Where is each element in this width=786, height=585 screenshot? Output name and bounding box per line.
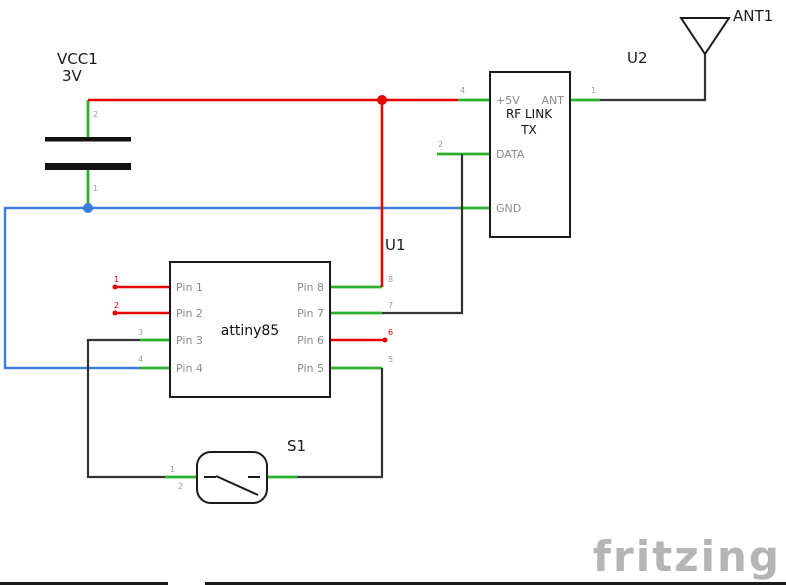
battery-pin2-number: 2 [93, 110, 98, 119]
mcu-pin3-number: 3 [138, 328, 143, 337]
pin5-to-switch-wire[interactable] [297, 368, 384, 479]
mcu-pin6-label: Pin 6 [297, 334, 324, 347]
mcu-pin6-number: 6 [388, 328, 393, 337]
mcu-pin5-number: 5 [388, 355, 393, 364]
data-wire[interactable] [382, 154, 464, 315]
rf-name-line1: RF LINK [506, 107, 553, 121]
switch-pin2-number: 2 [178, 482, 183, 491]
antenna-ref-label: ANT1 [733, 7, 773, 25]
rf-module-body[interactable] [489, 71, 571, 238]
pin6-endpoint-dot [382, 337, 388, 343]
pin1-endpoint-dot [112, 284, 118, 290]
mcu-pin5-label: Pin 5 [297, 362, 324, 375]
mcu-name-label: attiny85 [221, 323, 279, 339]
battery-value-label: 3V [62, 67, 83, 85]
gnd-junction-dot[interactable] [83, 203, 93, 213]
rf-ant-pin-number: 1 [591, 86, 596, 95]
battery-pin1-number: 1 [93, 184, 98, 193]
rf-ant-pin-label: ANT [542, 94, 565, 107]
pin2-endpoint-dot [112, 310, 118, 316]
battery-ref-label: VCC1 [57, 50, 98, 68]
switch-pin1-number: 1 [170, 465, 175, 474]
mcu-pin4-number: 4 [138, 355, 143, 364]
mcu-pin2-number: 2 [114, 301, 119, 310]
switch-lever [215, 475, 259, 496]
rf-data-pin-number: 2 [438, 140, 443, 149]
rf-gnd-pin-label: GND [496, 202, 521, 215]
mcu-pin7-label: Pin 7 [297, 307, 324, 320]
battery-plate-top[interactable] [45, 137, 131, 142]
battery-plate-bottom[interactable] [45, 163, 131, 170]
bottom-border-left [0, 582, 168, 585]
rf-ref-label: U2 [627, 49, 648, 67]
rf-data-pin-label: DATA [496, 148, 525, 161]
mcu-pin1-label: Pin 1 [176, 281, 203, 294]
mcu-ref-label: U1 [385, 236, 406, 254]
attiny85-body[interactable] [169, 261, 331, 398]
mcu-pin2-label: Pin 2 [176, 307, 203, 320]
antenna-symbol[interactable] [679, 17, 731, 56]
mcu-pin4-label: Pin 4 [176, 362, 203, 375]
antenna-wire[interactable] [600, 54, 707, 102]
rf-vcc-pin-label: +5V [496, 94, 520, 107]
gnd-wire[interactable] [3, 206, 458, 370]
mcu-pin8-label: Pin 8 [297, 281, 324, 294]
mcu-pin8-number: 8 [388, 275, 393, 284]
mcu-pin7-number: 7 [388, 301, 393, 310]
switch-ref-label: S1 [287, 437, 306, 455]
rf-vcc-pin-number: 4 [460, 86, 465, 95]
mcu-pin1-number: 1 [114, 275, 119, 284]
fritzing-watermark: fritzing [593, 532, 781, 581]
bottom-border-right [205, 582, 786, 585]
pin3-to-switch-wire[interactable] [86, 338, 165, 479]
rf-name-line2: TX [520, 123, 537, 137]
vcc-junction-dot[interactable] [377, 95, 387, 105]
mcu-pin3-label: Pin 3 [176, 334, 203, 347]
